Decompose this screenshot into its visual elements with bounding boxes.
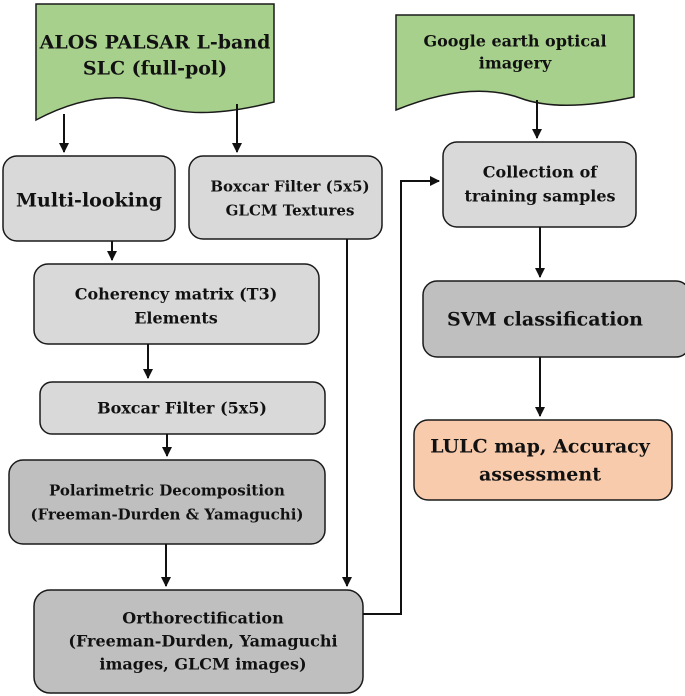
coherency-line-1: Coherency matrix (T3) bbox=[75, 285, 278, 304]
boxcar-glcm-label: Boxcar Filter (5x5) GLCM Textures bbox=[210, 177, 369, 219]
svm-line-1: SVM classification bbox=[447, 309, 643, 331]
boxcar-glcm-node: Boxcar Filter (5x5) GLCM Textures bbox=[188, 155, 383, 240]
arrow-ortho-to-training bbox=[363, 176, 440, 615]
lulc-line-2: assessment bbox=[479, 464, 601, 486]
training-samples-node: Collection of training samples bbox=[442, 141, 637, 228]
boxcar-label: Boxcar Filter (5x5) bbox=[97, 399, 267, 418]
connectors bbox=[59, 100, 545, 615]
coherency-label: Coherency matrix (T3) Elements bbox=[75, 285, 278, 328]
boxcar-glcm-line-1: Boxcar Filter (5x5) bbox=[210, 177, 369, 195]
lulc-label: LULC map, Accuracy assessment bbox=[430, 436, 650, 486]
decomposition-node: Polarimetric Decomposition (Freeman-Durde… bbox=[8, 459, 326, 545]
multilooking-label: Multi-looking bbox=[16, 190, 162, 212]
alos-input-line-2: SLC (full-pol) bbox=[83, 58, 227, 80]
multilooking-node: Multi-looking bbox=[2, 155, 176, 242]
boxcar-glcm-line-2: GLCM Textures bbox=[226, 201, 355, 219]
lulc-node: LULC map, Accuracy assessment bbox=[413, 419, 673, 501]
svm-node: SVM classification bbox=[422, 280, 685, 358]
multilooking-line-1: Multi-looking bbox=[16, 190, 162, 212]
ortho-line-3: images, GLCM images) bbox=[99, 655, 306, 674]
orthorectification-node: Orthorectification (Freeman-Durden, Yamag… bbox=[33, 589, 364, 694]
training-samples-label: Collection of training samples bbox=[464, 163, 615, 206]
training-samples-line-1: Collection of bbox=[483, 163, 599, 182]
ortho-line-2: (Freeman-Durden, Yamaguchi bbox=[68, 632, 337, 651]
decomposition-line-1: Polarimetric Decomposition bbox=[49, 481, 285, 499]
ortho-line-1: Orthorectification bbox=[122, 609, 284, 628]
training-samples-line-2: training samples bbox=[464, 187, 615, 206]
lulc-line-1: LULC map, Accuracy bbox=[430, 436, 650, 458]
google-input-line-1: Google earth optical bbox=[423, 32, 606, 51]
coherency-line-2: Elements bbox=[134, 309, 218, 328]
google-input-line-2: imagery bbox=[479, 54, 552, 73]
decomposition-line-2: (Freeman-Durden & Yamaguchi) bbox=[30, 505, 303, 523]
orthorectification-label: Orthorectification (Freeman-Durden, Yamag… bbox=[68, 609, 337, 674]
google-earth-input-node: Google earth optical imagery bbox=[395, 14, 635, 112]
boxcar-node: Boxcar Filter (5x5) bbox=[39, 381, 326, 435]
boxcar-line-1: Boxcar Filter (5x5) bbox=[97, 399, 267, 418]
decomposition-label: Polarimetric Decomposition (Freeman-Durde… bbox=[30, 481, 303, 523]
google-earth-label: Google earth optical imagery bbox=[423, 32, 606, 73]
alos-input-line-1: ALOS PALSAR L-band bbox=[39, 32, 271, 54]
svm-label: SVM classification bbox=[447, 309, 643, 331]
coherency-node: Coherency matrix (T3) Elements bbox=[33, 263, 320, 345]
